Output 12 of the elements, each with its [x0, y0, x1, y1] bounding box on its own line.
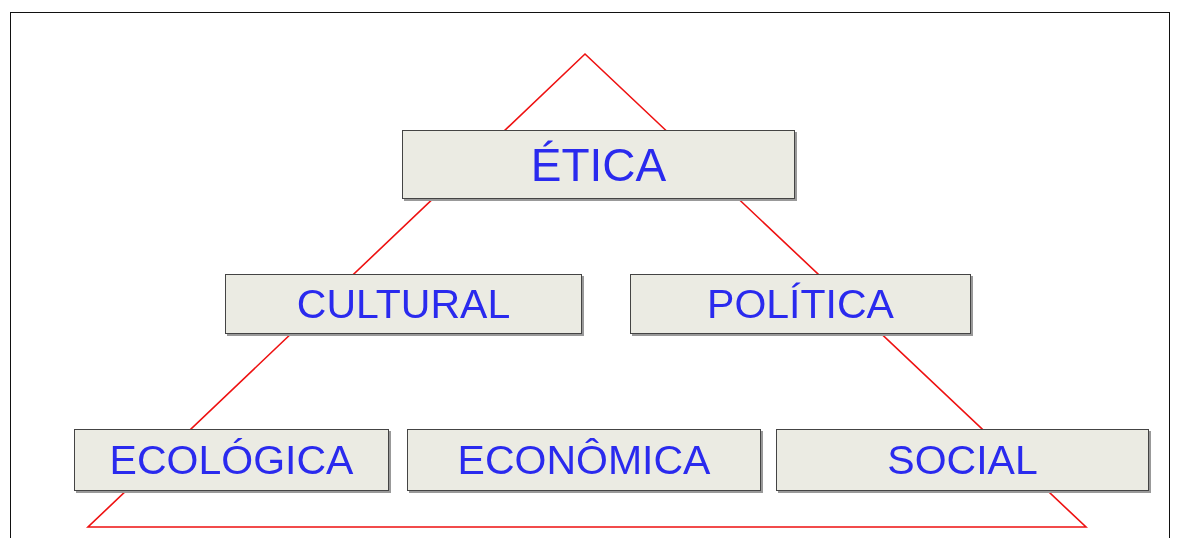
- level-box: [407, 429, 761, 491]
- level-box: [630, 274, 971, 334]
- level-box: [402, 130, 795, 199]
- level-label: ECONÔMICA: [457, 436, 711, 484]
- level-label: CULTURAL: [296, 280, 511, 328]
- level-label: ÉTICA: [530, 137, 667, 192]
- level-label: POLÍTICA: [707, 280, 894, 328]
- level-box: [776, 429, 1149, 491]
- level-box: [74, 429, 389, 491]
- level-box: [225, 274, 582, 334]
- level-label: ECOLÓGICA: [109, 436, 354, 484]
- level-label: SOCIAL: [887, 436, 1038, 484]
